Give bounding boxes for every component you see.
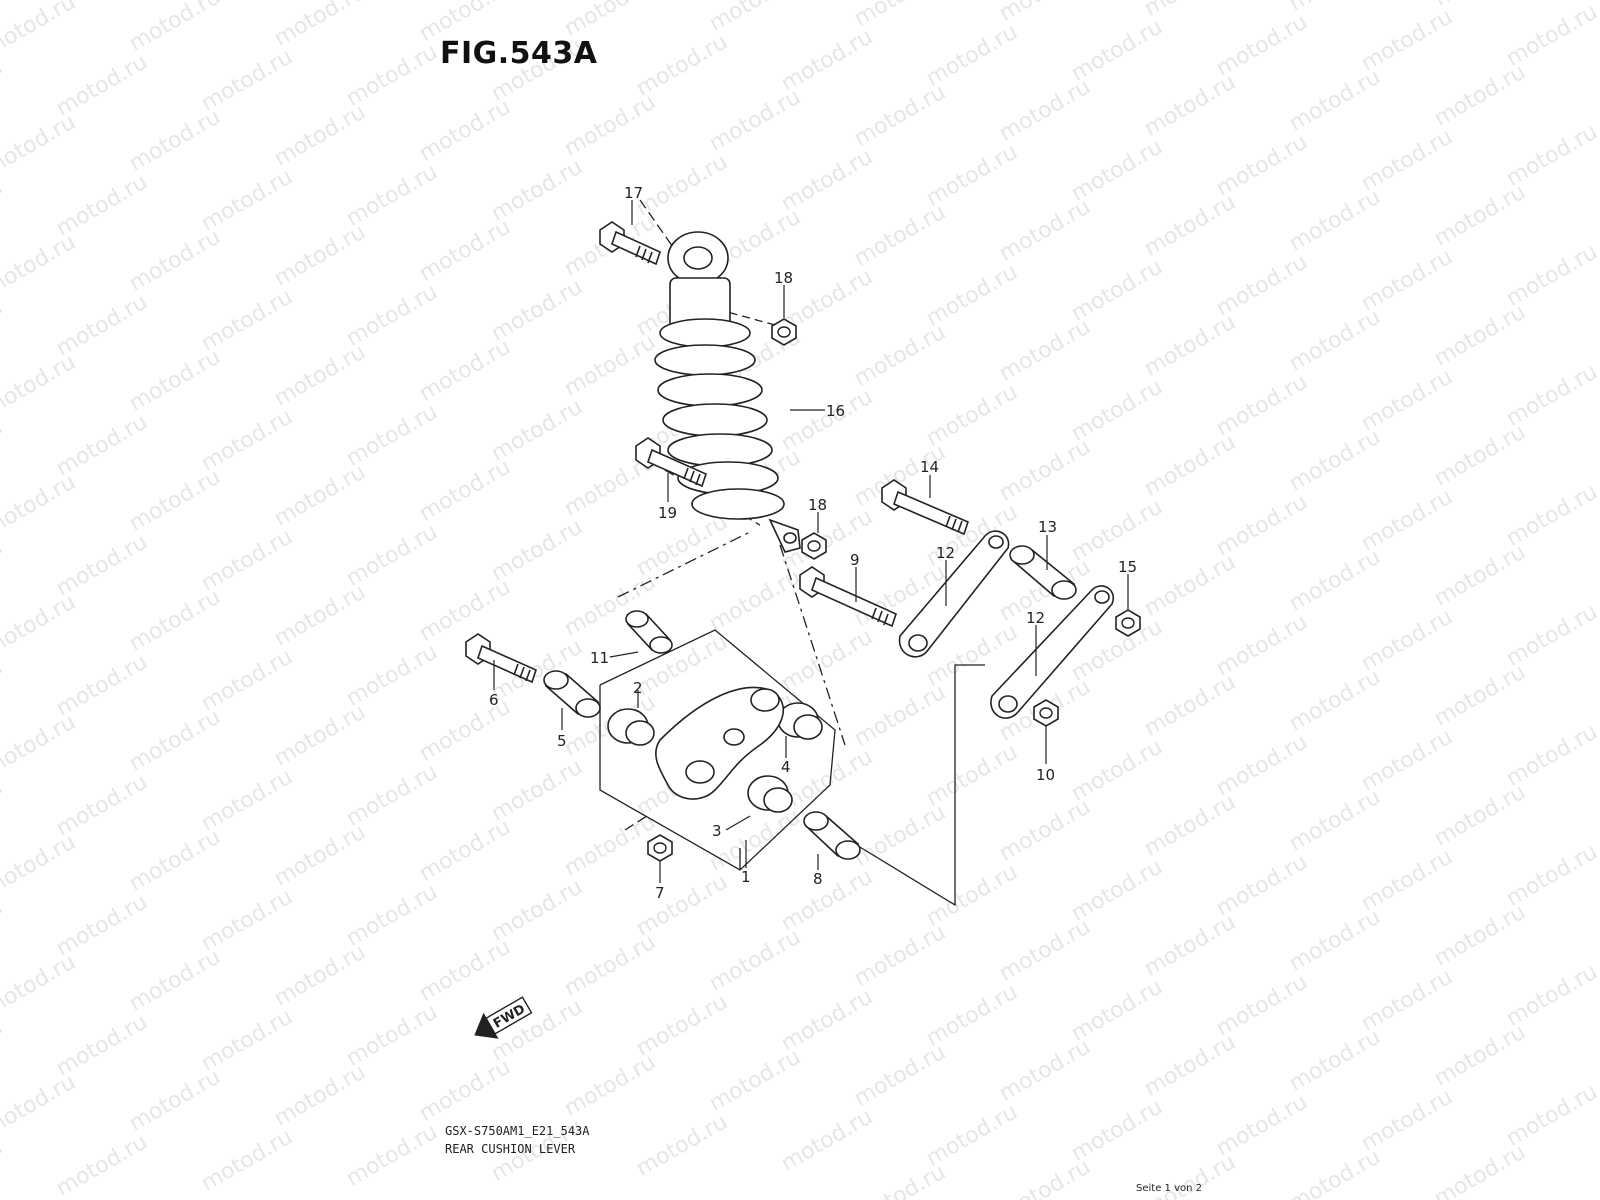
nut-18-lower [801,532,827,560]
bolt-17 [599,221,661,266]
callout-labels: 17 18 16 19 18 14 9 12 13 15 12 10 11 6 … [489,184,1137,902]
callout-12-lower: 12 [1026,609,1045,627]
collar-13 [1009,545,1077,600]
nut-7 [647,834,673,862]
callout-9: 9 [850,551,860,569]
figure-caption: REAR CUSHION LEVER [445,1142,576,1156]
callout-16: 16 [826,402,845,420]
bolt-6 [465,633,537,684]
callout-17: 17 [624,184,643,202]
bolt-9 [799,566,897,628]
collar-11 [625,610,673,654]
tie-rod-12-lower [990,585,1115,719]
callout-4: 4 [781,758,791,776]
collar-8 [803,811,861,860]
bearing-2 [607,708,655,746]
callout-10: 10 [1036,766,1055,784]
nut-15 [1115,609,1141,637]
callout-15: 15 [1118,558,1137,576]
callout-6: 6 [489,691,499,709]
callout-1: 1 [741,868,751,886]
collar-5 [543,670,601,718]
callout-leaders [493,200,1129,883]
callout-8: 8 [813,870,823,888]
callout-19: 19 [658,504,677,522]
figure-title: FIG.543A [440,36,598,71]
fwd-arrow-icon: FWD [474,996,533,1039]
callout-14: 14 [920,458,939,476]
nut-10 [1033,699,1059,727]
bearing-3 [747,775,793,813]
bolt-19 [635,437,707,488]
callout-12-upper: 12 [936,544,955,562]
callout-3: 3 [712,822,722,840]
nut-18-upper [771,318,797,346]
tie-rod-12-upper [898,530,1010,658]
callout-5: 5 [557,732,567,750]
page-indicator: Seite 1 von 2 [1136,1183,1202,1194]
callout-7: 7 [655,884,665,902]
model-code: GSX-S750AM1_E21_543A [445,1124,590,1138]
bolt-14 [881,479,969,536]
bearing-4 [777,702,823,740]
callout-18-lower: 18 [808,496,827,514]
callout-13: 13 [1038,518,1057,536]
callout-2: 2 [633,679,643,697]
shock-absorber [654,231,801,553]
callout-11: 11 [590,649,609,667]
cushion-lever [655,686,784,800]
callout-18-upper: 18 [774,269,793,287]
